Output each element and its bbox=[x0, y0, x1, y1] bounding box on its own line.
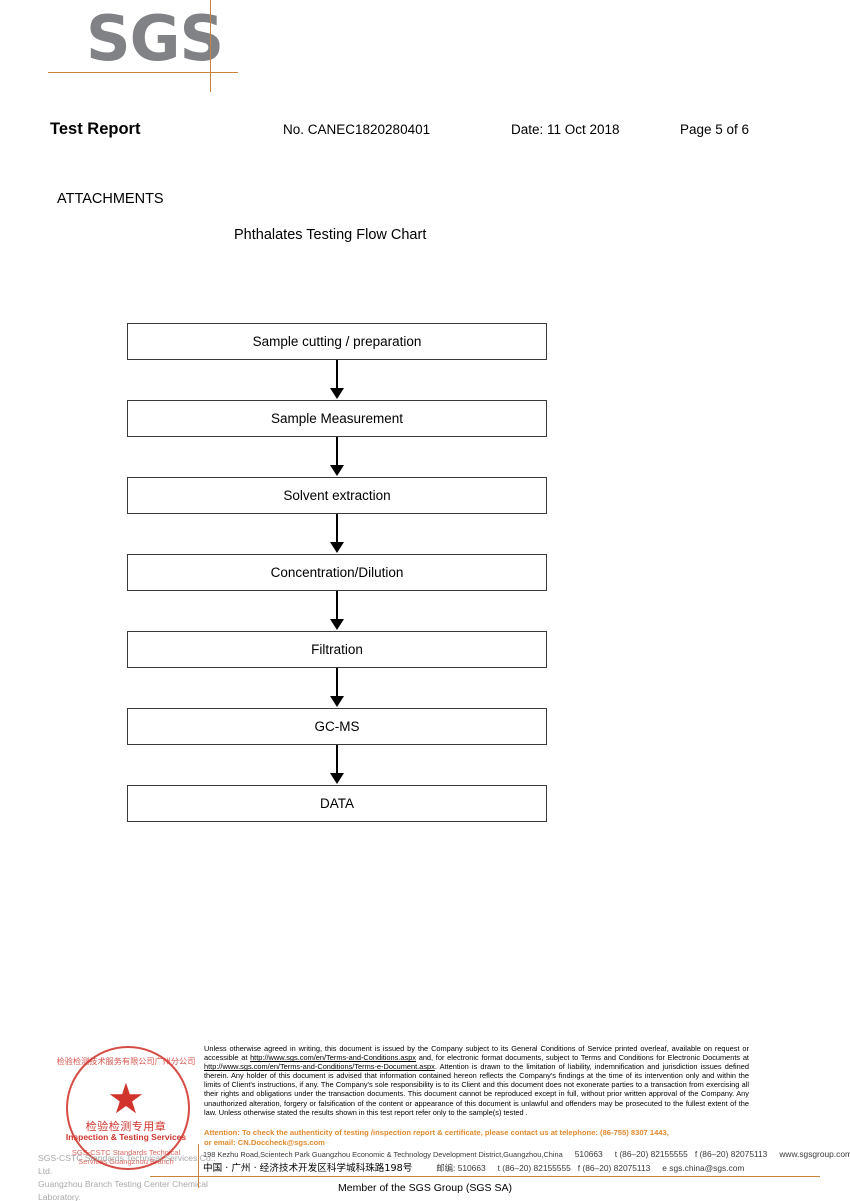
phthalates-testing-flowchart: Sample cutting / preparation Sample Meas… bbox=[127, 323, 547, 822]
logo-rule-horizontal bbox=[48, 72, 238, 73]
seal-circle-border bbox=[66, 1046, 190, 1170]
postcode-chinese: 邮编: 510663 bbox=[436, 1163, 486, 1173]
member-of-sgs-group: Member of the SGS Group (SGS SA) bbox=[338, 1182, 512, 1194]
report-header: Test Report No. CANEC1820280401 Date: 11… bbox=[50, 120, 810, 144]
company-seal-stamp: 检验检测技术服务有限公司广州分公司 ★ 检验检测专用章 Inspection &… bbox=[38, 1042, 216, 1201]
seal-arc-top-text: 检验检测技术服务有限公司广州分公司 bbox=[56, 1057, 196, 1066]
address-english-line: 198 Kezhu Road,Scientech Park Guangzhou … bbox=[203, 1149, 850, 1160]
telephone-english: t (86–20) 82155555 bbox=[614, 1149, 688, 1159]
terms-and-conditions-link[interactable]: http://www.sgs.com/en/Terms-and-Conditio… bbox=[250, 1053, 417, 1063]
address-chinese-line: 中国 · 广州 · 经济技术开发区科学城科珠路198号 邮编: 510663 t (… bbox=[203, 1162, 823, 1175]
flow-step-box: Sample cutting / preparation bbox=[127, 323, 547, 360]
fax-english: f (86–20) 82075113 bbox=[694, 1149, 768, 1159]
disclaimer-part-3: . Attention is drawn to the limitation o… bbox=[204, 1062, 749, 1117]
flow-arrow-icon bbox=[127, 591, 547, 631]
flow-arrow-icon bbox=[127, 745, 547, 785]
flow-arrow-icon bbox=[127, 668, 547, 708]
terms-e-document-link[interactable]: http://www.sgs.com/en/Terms-and-Conditio… bbox=[204, 1062, 435, 1072]
seal-company-line-1: SGS-CSTC Standards Technical Services Co… bbox=[38, 1153, 216, 1176]
page-number: Page 5 of 6 bbox=[680, 122, 750, 137]
flow-step-box: Concentration/Dilution bbox=[127, 554, 547, 591]
footer-vertical-divider bbox=[198, 1144, 199, 1188]
page-footer: 检验检测技术服务有限公司广州分公司 ★ 检验检测专用章 Inspection &… bbox=[0, 1036, 850, 1201]
flow-step-box: Solvent extraction bbox=[127, 477, 547, 514]
flow-step-box: Sample Measurement bbox=[127, 400, 547, 437]
address-chinese-text: 中国 · 广州 · 经济技术开发区科学城科珠路198号 bbox=[203, 1163, 413, 1174]
star-icon: ★ bbox=[107, 1075, 145, 1122]
telephone-chinese: t (86–20) 82155555 bbox=[497, 1163, 571, 1173]
flow-arrow-icon bbox=[127, 360, 547, 400]
email-link[interactable]: e sgs.china@sgs.com bbox=[662, 1163, 745, 1173]
sgs-logo: SGS bbox=[48, 4, 248, 94]
flow-arrow-icon bbox=[127, 437, 547, 477]
flow-step-box: Filtration bbox=[127, 631, 547, 668]
page-title: Test Report bbox=[50, 120, 141, 138]
attention-notice: Attention: To check the authenticity of … bbox=[204, 1128, 764, 1148]
report-number: No. CANEC1820280401 bbox=[283, 122, 431, 137]
flow-step-box: GC-MS bbox=[127, 708, 547, 745]
attention-line-1: Attention: To check the authenticity of … bbox=[204, 1128, 669, 1137]
flow-step-box: DATA bbox=[127, 785, 547, 822]
attachments-label: ATTACHMENTS bbox=[57, 191, 164, 207]
footer-bottom-rule bbox=[150, 1176, 820, 1177]
flowchart-title: Phthalates Testing Flow Chart bbox=[234, 227, 427, 243]
address-english-text: 198 Kezhu Road,Scientech Park Guangzhou … bbox=[203, 1150, 563, 1159]
seal-company-name: SGS-CSTC Standards Technical Services Co… bbox=[38, 1152, 218, 1201]
website-link[interactable]: www.sgsgroup.com.cn bbox=[779, 1149, 850, 1159]
seal-arc-bottom-text: SGS-CSTC Standards Technical Services Gu… bbox=[71, 1148, 181, 1166]
report-date: Date: 11 Oct 2018 bbox=[511, 122, 620, 137]
seal-company-line-2: Guangzhou Branch Testing Center Chemical… bbox=[38, 1179, 208, 1201]
fax-chinese: f (86–20) 82075113 bbox=[577, 1163, 651, 1173]
postcode-english: 510663 bbox=[574, 1149, 603, 1159]
attention-line-2: or email: CN.Doccheck@sgs.com bbox=[204, 1138, 325, 1147]
seal-center-english-text: Inspection & Testing Services bbox=[65, 1132, 187, 1142]
logo-rule-vertical bbox=[210, 0, 211, 92]
sgs-logo-text: SGS bbox=[86, 2, 224, 75]
seal-center-chinese-text: 检验检测专用章 bbox=[85, 1120, 167, 1133]
disclaimer-part-1: Unless otherwise agreed in writing, this… bbox=[204, 1044, 749, 1063]
flow-arrow-icon bbox=[127, 514, 547, 554]
disclaimer-text: Unless otherwise agreed in writing, this… bbox=[204, 1044, 749, 1117]
disclaimer-part-2: and, for electronic format documents, su… bbox=[416, 1053, 749, 1063]
